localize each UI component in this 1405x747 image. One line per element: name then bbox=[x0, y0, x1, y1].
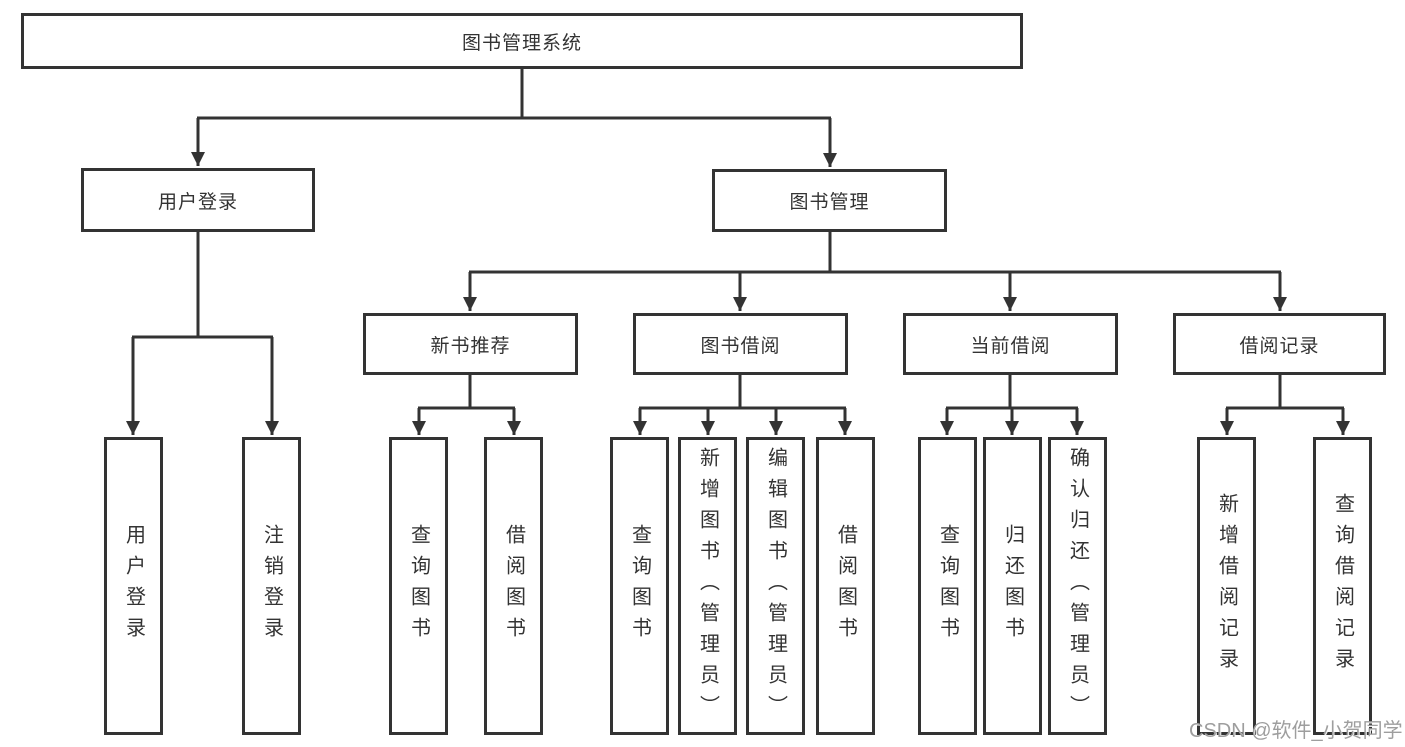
leaf-query-book-newrec-label: 查询图书 bbox=[407, 524, 430, 648]
node-user-login: 用户登录 bbox=[81, 168, 315, 232]
node-book-borrow: 图书借阅 bbox=[633, 313, 848, 375]
leaf-edit-book-admin: 编辑图书（管理员） bbox=[746, 437, 805, 735]
node-book-mgmt: 图书管理 bbox=[712, 169, 947, 232]
leaf-add-book-admin-label: 新增图书（管理员） bbox=[696, 446, 719, 726]
leaf-logout: 注销登录 bbox=[242, 437, 301, 735]
node-root-label: 图书管理系统 bbox=[461, 32, 582, 54]
node-root: 图书管理系统 bbox=[21, 13, 1023, 69]
leaf-confirm-return-admin: 确认归还（管理员） bbox=[1048, 437, 1107, 735]
csdn-watermark: CSDN @软件_小贺同学 bbox=[1189, 720, 1403, 742]
node-book-mgmt-label: 图书管理 bbox=[789, 192, 870, 213]
leaf-add-borrow-record-label: 新增借阅记录 bbox=[1215, 493, 1238, 679]
leaf-user-login: 用户登录 bbox=[104, 437, 163, 735]
leaf-query-book-newrec: 查询图书 bbox=[389, 437, 448, 735]
leaf-confirm-return-admin-label: 确认归还（管理员） bbox=[1066, 446, 1089, 726]
leaf-query-book-borrow-label: 查询图书 bbox=[628, 524, 651, 648]
leaf-query-borrow-record-label: 查询借阅记录 bbox=[1331, 493, 1354, 679]
node-current-borrow-label: 当前借阅 bbox=[970, 335, 1051, 357]
node-borrow-record-label: 借阅记录 bbox=[1239, 335, 1320, 357]
leaf-add-borrow-record: 新增借阅记录 bbox=[1197, 437, 1256, 735]
leaf-query-borrow-record: 查询借阅记录 bbox=[1313, 437, 1372, 735]
leaf-borrow-book-newrec-label: 借阅图书 bbox=[502, 524, 525, 648]
node-borrow-record: 借阅记录 bbox=[1173, 313, 1386, 375]
leaf-borrow-book-borrow-label: 借阅图书 bbox=[834, 524, 857, 648]
leaf-borrow-book-newrec: 借阅图书 bbox=[484, 437, 543, 735]
leaf-logout-label: 注销登录 bbox=[260, 524, 283, 648]
leaf-query-book-current: 查询图书 bbox=[918, 437, 977, 735]
node-new-book-rec-label: 新书推荐 bbox=[430, 335, 511, 357]
leaf-query-book-borrow: 查询图书 bbox=[610, 437, 669, 735]
node-book-borrow-label: 图书借阅 bbox=[700, 335, 781, 357]
node-new-book-rec: 新书推荐 bbox=[363, 313, 578, 375]
leaf-return-book: 归还图书 bbox=[983, 437, 1042, 735]
node-current-borrow: 当前借阅 bbox=[903, 313, 1118, 375]
leaf-edit-book-admin-label: 编辑图书（管理员） bbox=[764, 446, 787, 726]
leaf-user-login-label: 用户登录 bbox=[122, 524, 145, 648]
node-user-login-label: 用户登录 bbox=[157, 191, 238, 213]
leaf-query-book-current-label: 查询图书 bbox=[936, 524, 959, 648]
leaf-return-book-label: 归还图书 bbox=[1001, 524, 1024, 648]
leaf-add-book-admin: 新增图书（管理员） bbox=[678, 437, 737, 735]
leaf-borrow-book-borrow: 借阅图书 bbox=[816, 437, 875, 735]
